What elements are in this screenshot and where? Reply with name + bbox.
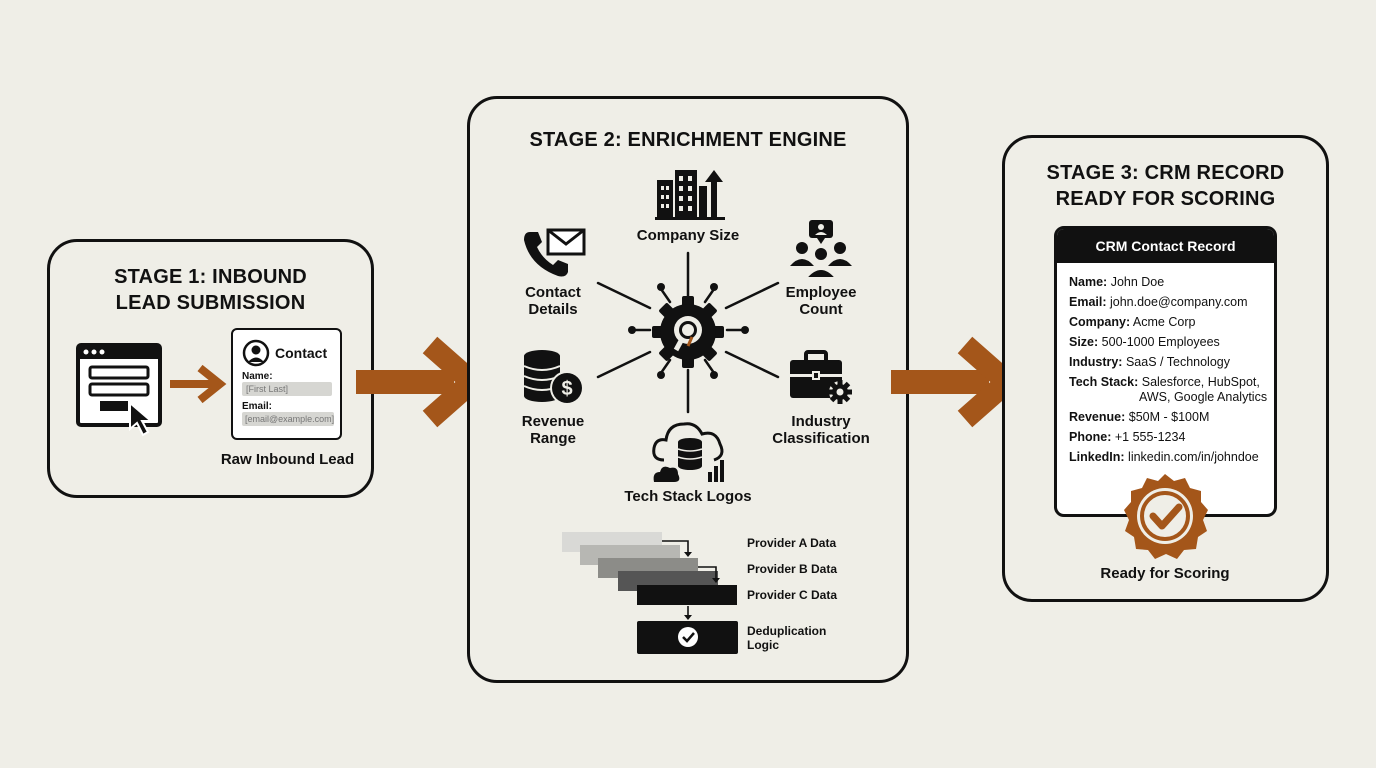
contact-form-title: Contact (275, 345, 328, 361)
crm-field-tech-stack-cont: AWS, Google Analytics (1139, 390, 1268, 404)
coin-stack-dollar-icon: $ (523, 350, 584, 405)
building-growth-icon (655, 170, 725, 220)
revenue-range-label: Revenue Range (498, 413, 608, 447)
briefcase-gear-icon (790, 350, 852, 404)
email-placeholder: [email@example.com] (245, 414, 335, 424)
email-label: Email: (242, 401, 273, 412)
industry-classification-label: Industry Classification (756, 413, 886, 447)
stage2-title: STAGE 2: ENRICHMENT ENGINE (529, 129, 847, 151)
stage1-title-line1: STAGE 1: INBOUND (114, 266, 307, 288)
contact-details-line2: Details (528, 301, 578, 318)
stage3-title-line2: READY FOR SCORING (1055, 188, 1276, 210)
company-size-label: Company Size (636, 227, 740, 244)
svg-text:$: $ (561, 378, 572, 400)
contact-form-card: Contact Name: [First Last] Email: [email… (231, 328, 342, 440)
browser-form-icon (76, 343, 162, 427)
name-input[interactable]: [First Last] (242, 382, 332, 396)
cursor-icon (129, 400, 154, 437)
contact-details-line1: Contact (525, 284, 581, 301)
phone-envelope-icon (524, 228, 586, 277)
avatar-icon (242, 339, 270, 367)
stage1-title-line2: LEAD SUBMISSION (115, 292, 306, 314)
badge-check-icon (1124, 474, 1208, 559)
crm-field-tech-stack: Tech Stack: Salesforce, HubSpot, (1069, 375, 1260, 389)
crm-field-name: Name: John Doe (1069, 275, 1165, 289)
industry-line1: Industry (791, 413, 851, 430)
crm-card-title: CRM Contact Record (1095, 238, 1236, 254)
gear-magnifier-icon (652, 296, 724, 368)
people-group-icon (790, 220, 852, 279)
crm-card-header: CRM Contact Record (1057, 229, 1274, 263)
contact-details-label: Contact Details (498, 284, 608, 318)
name-label: Name: (242, 371, 273, 382)
stage1-inner-arrow (170, 364, 227, 404)
stage3-title-line1: STAGE 3: CRM RECORD (1046, 162, 1285, 184)
crm-field-size: Size: 500-1000 Employees (1069, 335, 1220, 349)
stage3-title: STAGE 3: CRM RECORD READY FOR SCORING (1005, 160, 1326, 212)
crm-field-email: Email: john.doe@company.com (1069, 295, 1248, 309)
dedup-line1: Deduplication (747, 624, 827, 638)
employee-count-line2: Count (799, 301, 843, 318)
crm-field-industry: Industry: SaaS / Technology (1069, 355, 1230, 369)
crm-field-linkedin: LinkedIn: linkedin.com/in/johndoe (1069, 450, 1259, 464)
name-placeholder: [First Last] (246, 384, 289, 394)
deduplication-label: Deduplication Logic (747, 624, 826, 652)
employee-count-line1: Employee (785, 284, 857, 301)
ready-for-scoring-caption: Ready for Scoring (1100, 565, 1230, 582)
dedup-line2: Logic (747, 638, 779, 652)
cloud-database-icon (652, 422, 724, 482)
provider-c-label: Provider C Data (747, 588, 838, 602)
raw-inbound-lead-caption: Raw Inbound Lead (220, 451, 355, 468)
stage1-title: STAGE 1: INBOUND LEAD SUBMISSION (50, 264, 371, 316)
provider-b-label: Provider B Data (747, 562, 838, 576)
tech-stack-label: Tech Stack Logos (624, 488, 752, 505)
email-input[interactable]: [email@example.com] (242, 412, 334, 426)
provider-a-label: Provider A Data (747, 536, 837, 550)
industry-line2: Classification (772, 430, 870, 447)
employee-count-label: Employee Count (766, 284, 876, 318)
crm-field-company: Company: Acme Corp (1069, 315, 1196, 329)
revenue-range-line1: Revenue (521, 413, 585, 430)
revenue-range-line2: Range (530, 430, 576, 447)
crm-field-revenue: Revenue: $50M - $100M (1069, 410, 1210, 424)
crm-field-phone: Phone: +1 555-1234 (1069, 430, 1186, 444)
